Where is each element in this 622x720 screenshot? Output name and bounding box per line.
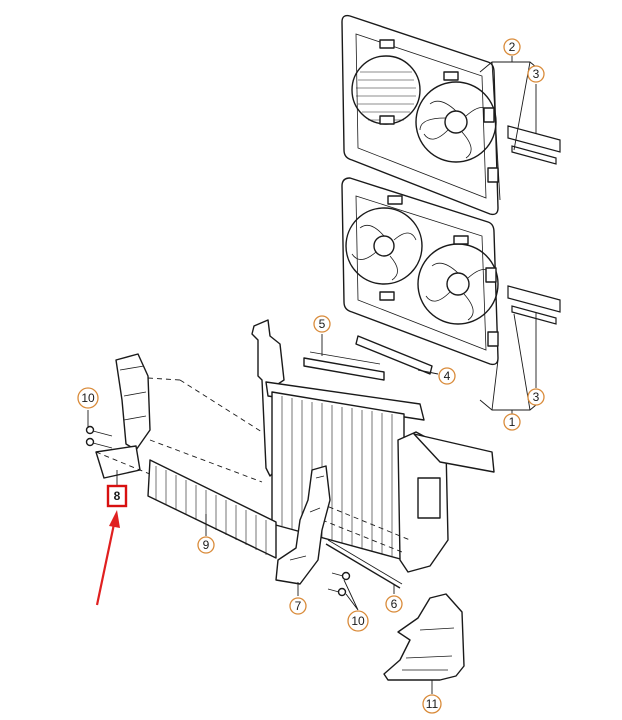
- svg-text:2: 2: [509, 40, 516, 54]
- svg-text:3: 3: [533, 67, 540, 81]
- svg-text:11: 11: [426, 697, 439, 711]
- callout-2: 2: [503, 38, 521, 56]
- callout-6: 6: [385, 595, 403, 613]
- fan-shroud-lower: [341, 177, 561, 366]
- svg-text:6: 6: [391, 597, 398, 611]
- fan-shroud-upper: [341, 14, 561, 216]
- svg-text:3: 3: [533, 390, 540, 404]
- callout-3-bottom: 3: [527, 388, 545, 406]
- bracket-part-7: [275, 465, 351, 597]
- callout-8-highlighted[interactable]: 8: [106, 484, 128, 508]
- svg-text:8: 8: [114, 489, 121, 503]
- svg-text:10: 10: [351, 614, 365, 628]
- seal-strip-part-6: [325, 539, 403, 589]
- svg-text:4: 4: [444, 369, 451, 383]
- deflector-part-11: [383, 593, 465, 681]
- leader-lines: [87, 56, 543, 694]
- bolt-left-pair: [85, 425, 113, 449]
- air-guide-part-9: [147, 459, 277, 559]
- callout-1: 1: [503, 413, 521, 431]
- callout-4: 4: [438, 367, 456, 385]
- pointer-arrow: [95, 510, 120, 606]
- strip-part-4: [355, 335, 433, 375]
- bolt-lower-pair: [327, 571, 351, 597]
- svg-text:7: 7: [295, 599, 302, 613]
- svg-text:9: 9: [203, 538, 210, 552]
- radiator-assembly: [85, 319, 495, 573]
- svg-text:5: 5: [319, 317, 326, 331]
- callout-5: 5: [313, 315, 331, 333]
- callout-9: 9: [197, 536, 215, 554]
- svg-text:10: 10: [81, 391, 95, 405]
- callout-3-top: 3: [527, 65, 545, 83]
- callout-7: 7: [289, 597, 307, 615]
- callout-10-bottom: 10: [347, 610, 369, 632]
- callout-11: 11: [422, 694, 442, 714]
- callout-10-left: 10: [77, 387, 99, 409]
- svg-text:1: 1: [509, 415, 516, 429]
- seal-part-5: [303, 351, 385, 381]
